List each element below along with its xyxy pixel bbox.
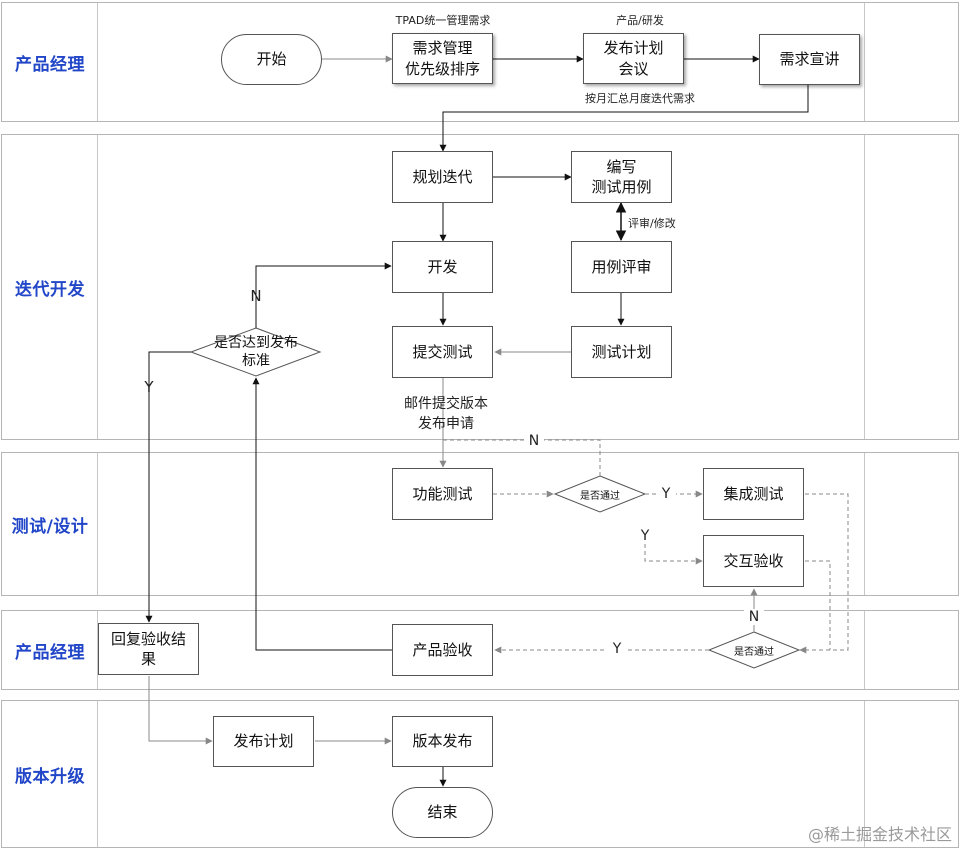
plan-iteration-node: 规划迭代 (392, 151, 493, 203)
edge-label-y-left: Y (144, 378, 154, 396)
decision-release-standard-label: 是否达到发布 标准 (214, 334, 298, 369)
interaction-accept-node: 交互验收 (703, 535, 804, 587)
edge-decision-reply-y (145, 351, 191, 623)
edge-label-y-pass1-down: Y (635, 528, 655, 544)
annotation-monthly: 按月汇总月度迭代需求 (585, 92, 695, 105)
req-manage-node: 需求管理 优先级排序 (392, 33, 493, 84)
function-test-node: 功能测试 (392, 468, 493, 520)
decision-pass1-label: 是否通过 (580, 490, 620, 502)
watermark: @稀土掘金技术社区 (807, 825, 952, 844)
lane-label: 测试/设计 (11, 516, 89, 537)
edge-pass1-n (443, 439, 601, 476)
case-review-node: 用例评审 (571, 241, 672, 293)
edge-label-y-pass2: Y (607, 641, 627, 657)
edge-present-plan (439, 84, 809, 152)
decision-pass2-shape (707, 631, 801, 669)
edge-integ-pass2 (799, 493, 849, 654)
annotation-product-dev: 产品/研发 (616, 14, 664, 27)
edge-reply-release-plan (148, 676, 213, 745)
write-test-cases-node: 编写 测试用例 (571, 151, 672, 203)
end-node: 结束 (392, 787, 493, 838)
version-release-node: 版本发布 (392, 716, 493, 767)
release-plan-node: 发布计划 (213, 716, 314, 767)
lane-label: 版本升级 (15, 766, 85, 787)
decision-pass1-shape (553, 475, 647, 513)
submit-test-node: 提交测试 (392, 326, 493, 378)
decision-pass2-label: 是否通过 (734, 646, 774, 658)
reply-accept-node: 回复验收结 果 (98, 623, 199, 675)
test-plan-node: 测试计划 (571, 326, 672, 378)
annotation-mail-submit: 邮件提交版本 发布申请 (404, 396, 488, 432)
product-accept-node: 产品验收 (392, 624, 493, 676)
integration-test-node: 集成测试 (703, 468, 804, 520)
req-present-node: 需求宣讲 (759, 34, 860, 85)
decision-release-standard-shape (189, 327, 322, 377)
annotation-tpad: TPAD统一管理需求 (395, 14, 491, 27)
lane-label: 产品经理 (15, 54, 85, 75)
edge-label-n-mid: N (524, 433, 544, 449)
edge-label-y-pass1-right: Y (656, 486, 676, 502)
edge-label-n-pass2: N (744, 609, 764, 625)
lane-label: 产品经理 (15, 642, 85, 663)
edge-decision-dev-n (255, 262, 392, 328)
annotation-review-modify: 评审/修改 (628, 217, 676, 230)
develop-node: 开发 (392, 241, 493, 293)
edge-label-n-top: N (250, 287, 262, 305)
release-meeting-node: 发布计划 会议 (583, 33, 684, 84)
edge-interact-pass2 (805, 560, 831, 650)
start-node: 开始 (221, 34, 322, 85)
edge-product-decision (252, 377, 392, 651)
lane-label: 迭代开发 (15, 279, 85, 300)
